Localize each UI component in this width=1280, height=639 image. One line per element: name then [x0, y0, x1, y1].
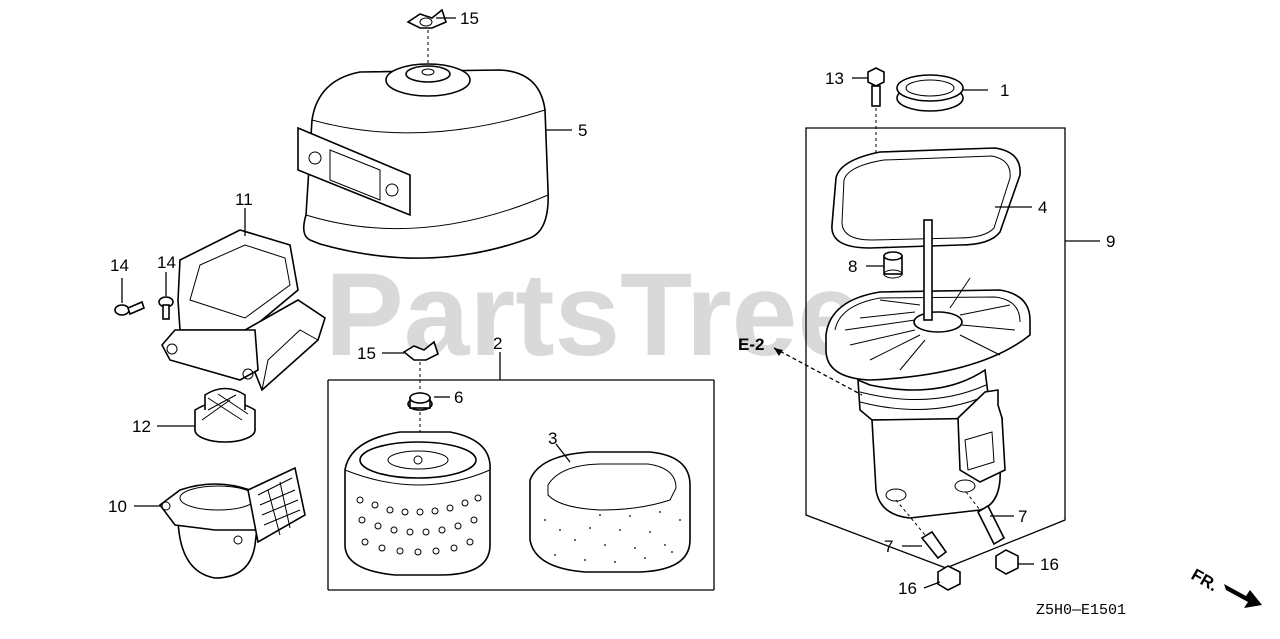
callout-2: 2	[493, 334, 502, 353]
part-2-element-group-box	[327, 352, 715, 591]
part-11-elbow-drawing[interactable]	[161, 229, 326, 392]
callout-15-top: 15	[460, 9, 479, 28]
callout-5: 5	[578, 121, 587, 140]
callout-9: 9	[1106, 232, 1115, 251]
callout-7-left: 7	[884, 537, 893, 556]
part-16-clip-left-drawing[interactable]	[937, 565, 961, 591]
part-6-grommet-drawing[interactable]	[407, 392, 433, 455]
callout-10: 10	[108, 497, 127, 516]
part-14-bolt-right-drawing[interactable]	[158, 296, 174, 320]
callout-16-left: 16	[898, 579, 917, 598]
part-14-bolt-left-drawing[interactable]	[114, 300, 145, 316]
part-9-case-drawing[interactable]	[825, 219, 1031, 519]
callout-11: 11	[235, 190, 253, 209]
part-2-element-drawing[interactable]	[344, 431, 491, 576]
part-15-wing-nut-top-drawing[interactable]	[406, 8, 447, 66]
part-5-cover-drawing[interactable]	[297, 63, 549, 259]
diagram-code: Z5H0—E1501	[1036, 602, 1126, 619]
leader-lines	[121, 17, 1100, 589]
callout-3: 3	[548, 429, 557, 448]
callout-8: 8	[848, 257, 857, 276]
part-4-gasket-drawing[interactable]	[831, 147, 1021, 249]
front-arrow-icon	[1224, 584, 1262, 608]
part-15-wing-nut-middle-drawing[interactable]	[402, 340, 439, 395]
front-direction-mark: FR.	[1188, 565, 1262, 608]
callout-13: 13	[825, 69, 844, 88]
callout-6: 6	[454, 388, 463, 407]
part-1-seal-drawing[interactable]	[896, 74, 964, 112]
callout-14-right: 14	[157, 253, 176, 272]
part-7-tube-left-drawing[interactable]	[895, 499, 948, 560]
part-3-foam-drawing[interactable]	[529, 451, 691, 573]
part-10-case-drawing[interactable]	[158, 466, 306, 579]
part-16-clip-right-drawing[interactable]	[995, 549, 1019, 575]
part-12-screen-drawing[interactable]	[194, 387, 256, 443]
callout-14-left: 14	[110, 256, 129, 275]
part-8-collar-drawing[interactable]	[883, 251, 903, 279]
reference-e2-label: E-2	[738, 335, 764, 354]
callout-15-middle: 15	[357, 344, 376, 363]
callout-12: 12	[132, 417, 151, 436]
watermark-text: PartsTree	[325, 249, 863, 381]
callout-4: 4	[1038, 198, 1047, 217]
callout-7-right: 7	[1018, 507, 1027, 526]
callout-1: 1	[1000, 81, 1009, 100]
front-direction-label: FR.	[1188, 565, 1221, 595]
callout-16-right: 16	[1040, 555, 1059, 574]
part-7-tube-right-drawing[interactable]	[965, 491, 1006, 546]
part-9-case-group-box	[805, 127, 1066, 569]
